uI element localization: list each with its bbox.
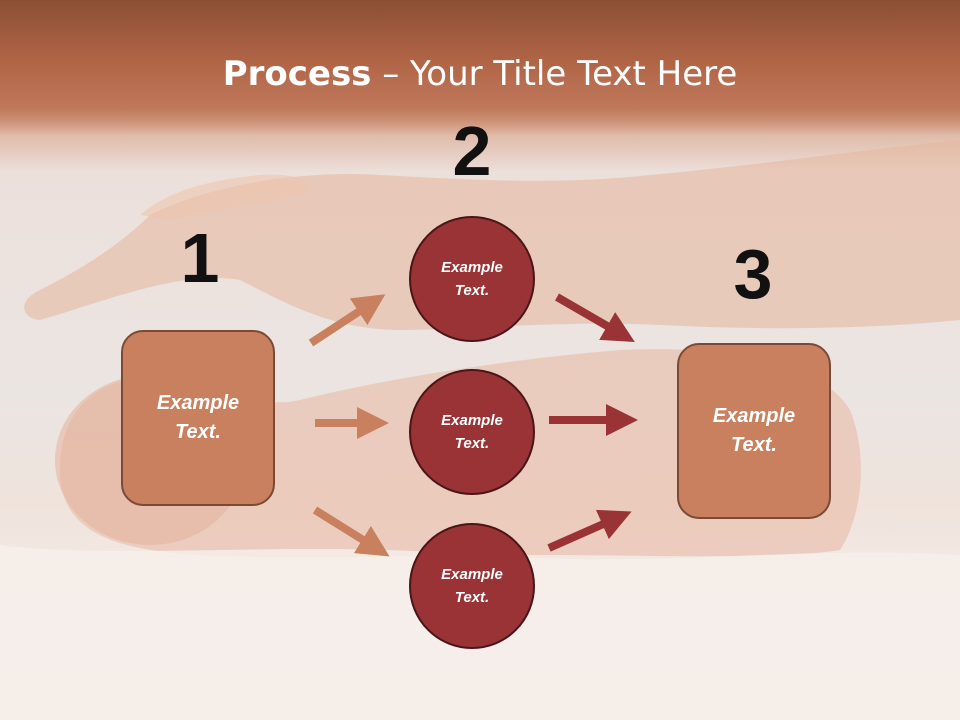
- arrow-to-circle-3: [312, 506, 390, 557]
- circle-3: Example Text.: [409, 523, 535, 649]
- circle-1: Example Text.: [409, 216, 535, 342]
- title-bold: Process: [222, 54, 372, 94]
- arrow-from-circle-3: [547, 509, 632, 552]
- step-number-2: 2: [452, 112, 492, 190]
- arrow-from-circle-1: [554, 293, 635, 343]
- circle-2-text: Example Text.: [441, 412, 503, 452]
- left-box: Example Text.: [121, 330, 275, 506]
- header-band: [0, 0, 960, 135]
- step-number-1: 1: [180, 219, 220, 297]
- circle-1-text: Example Text.: [441, 259, 503, 299]
- left-box-text: Example Text.: [156, 392, 240, 443]
- right-box: Example Text.: [677, 343, 831, 519]
- right-box-text: Example Text.: [712, 405, 796, 456]
- title-rest: – Your Title Text Here: [371, 54, 738, 94]
- arrow-to-circle-1: [308, 294, 386, 347]
- step-number-3: 3: [733, 235, 773, 313]
- slide-title: Process – Your Title Text Here: [0, 52, 960, 96]
- fingers-shape: [140, 174, 308, 220]
- circle-2: Example Text.: [409, 369, 535, 495]
- circle-3-text: Example Text.: [441, 566, 503, 606]
